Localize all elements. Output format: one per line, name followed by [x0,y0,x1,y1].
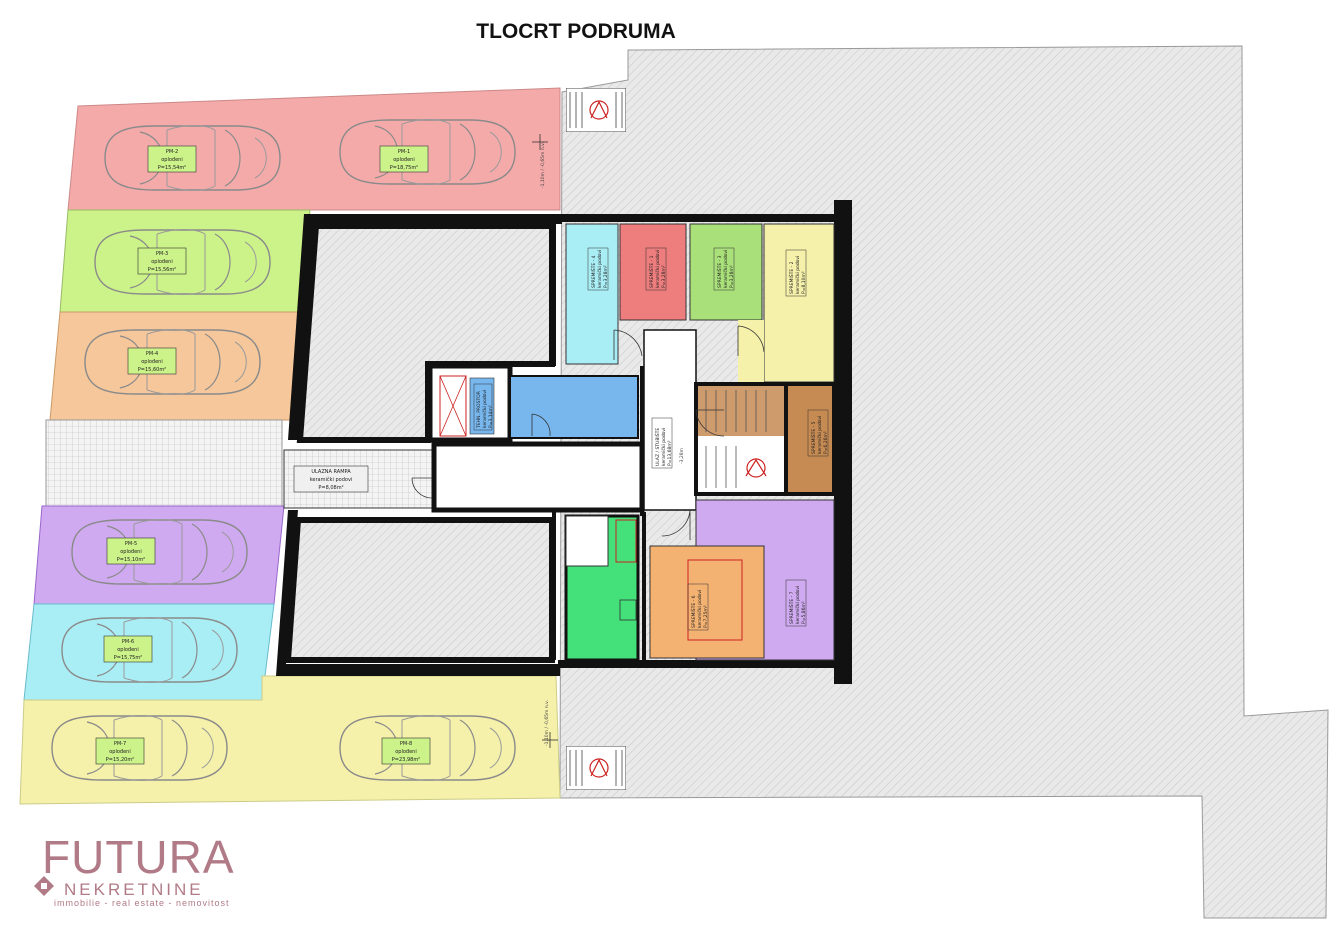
parking-label-pm1: PM-1 oplođeni P=18,75m² [379,145,429,173]
label-storage-4: SPREMIŠTE - 4 keramički podovi P=3,28m² [587,247,609,291]
storage-6 [649,545,765,659]
svg-text:SPREMIŠTE - 4: SPREMIŠTE - 4 [590,255,597,288]
svg-text:PM-5: PM-5 [125,541,137,547]
storage-4 [565,223,619,365]
parking-label-pm6: PM-6 oplođeni P=15,75m² [103,635,153,663]
svg-text:PM-3: PM-3 [156,251,168,257]
storage-3 [689,223,763,321]
svg-text:oplođeni: oplođeni [151,259,173,265]
dimension-top: -1,10m / -0,65m n.v. [540,142,546,188]
svg-text:PM-6: PM-6 [122,639,134,645]
svg-text:keramički podovi: keramički podovi [722,250,729,288]
svg-text:PM-8: PM-8 [400,741,412,747]
storage-5 [784,382,836,496]
logo-sub-text: NEKRETNINE [64,880,204,899]
svg-text:P=3,28m²: P=3,28m² [603,265,609,288]
parking-label-pm3: PM-3 oplođeni P=15,56m² [137,247,187,275]
ramp-area: P=8,08m² [318,485,343,491]
svg-text:P=18,75m²: P=18,75m² [390,165,418,171]
svg-text:P=3,14m²: P=3,14m² [488,405,494,428]
parking-zone-red [67,87,561,211]
svg-text:P=6,26m²: P=6,26m² [823,431,829,454]
ramp-name: ULAZNA RAMPA [311,469,351,475]
plan-title: TLOCRT PODRUMA [476,20,676,43]
svg-text:P=15,56m²: P=15,56m² [148,267,176,273]
svg-text:P=23,98m²: P=23,98m² [392,757,420,763]
svg-text:keramički podovi: keramički podovi [654,250,661,288]
label-lobby: ULAZ / STUBIŠTE keramički podovi P=13,68… [651,417,673,469]
svg-text:keramički podovi: keramički podovi [596,250,603,288]
svg-text:P=3,28m²: P=3,28m² [661,265,667,288]
svg-text:P=3,28m²: P=3,28m² [729,265,735,288]
svg-text:oplođeni: oplođeni [117,647,139,653]
level-mark: -3,28m [679,448,685,464]
parking-label-pm4: PM-4 oplođeni P=15,60m² [127,347,177,375]
svg-text:PM-4: PM-4 [146,351,158,357]
ramp-finish: keramički podovi [310,476,353,483]
svg-text:oplođeni: oplođeni [161,157,183,163]
svg-text:oplođeni: oplođeni [109,749,131,755]
parking-label-pm2: PM-2 oplođeni P=15,54m² [147,145,197,173]
central-corridor [431,441,645,513]
logo-tagline: immobilie - real estate - nemovitost [54,898,230,908]
label-storage-6: SPREMIŠTE - 6 keramički podovi P=7,25m² [687,583,709,631]
svg-text:SPREMIŠTE - 3: SPREMIŠTE - 3 [716,255,723,288]
stair-bottom [566,746,626,790]
svg-text:keramički podovi: keramički podovi [660,428,667,466]
svg-text:P=8,10m²: P=8,10m² [801,271,807,294]
svg-text:oplođeni: oplođeni [395,749,417,755]
svg-text:P=15,54m²: P=15,54m² [158,165,186,171]
svg-text:P=15,10m²: P=15,10m² [117,557,145,563]
svg-text:PM-1: PM-1 [398,149,410,155]
futura-logo: FUTURA NEKRETNINE immobilie - real estat… [32,834,252,914]
storage-2 [763,223,835,383]
svg-text:SPREMIŠTE - 7: SPREMIŠTE - 7 [788,591,795,624]
house-mark-icon [34,876,54,896]
label-storage-1: SPREMIŠTE - 1 keramički podovi P=3,28m² [645,247,667,291]
svg-text:SPREMIŠTE - 2: SPREMIŠTE - 2 [788,261,795,294]
svg-text:keramički podovi: keramički podovi [816,416,823,454]
ramp-grid-area [45,419,283,507]
svg-text:SPREMIŠTE - 5: SPREMIŠTE - 5 [810,421,817,454]
dimension-bottom: -1,10m / -0,65m n.v. [544,700,550,746]
parking-label-pm8: PM-8 oplođeni P=23,98m² [381,737,431,765]
void-lower [284,517,555,663]
svg-text:PM-7: PM-7 [114,741,126,747]
svg-text:PM-2: PM-2 [166,149,178,155]
label-storage-3: SPREMIŠTE - 3 keramički podovi P=3,28m² [713,247,735,291]
logo-main-text: FUTURA [42,831,235,883]
svg-text:keramički podovi: keramički podovi [481,390,488,428]
svg-text:keramički podovi: keramički podovi [696,590,703,628]
svg-text:SPREMIŠTE - 1: SPREMIŠTE - 1 [648,255,655,288]
storage-1 [619,223,687,321]
svg-text:keramički podovi: keramički podovi [794,586,801,624]
svg-text:keramički podovi: keramički podovi [794,256,801,294]
label-tech: TEHN. PROSTOR keramički podovi P=3,14m² [473,383,494,431]
svg-text:oplođeni: oplođeni [141,359,163,365]
parking-label-pm7: PM-7 oplođeni P=15,20m² [95,737,145,765]
parking-label-pm5: PM-5 oplođeni P=15,10m² [106,537,156,565]
svg-text:TEHN. PROSTOR: TEHN. PROSTOR [476,391,482,429]
building-walls [276,200,852,684]
label-storage-7: SPREMIŠTE - 7 keramički podovi P=5,86m² [785,579,807,627]
label-storage-5: SPREMIŠTE - 5 keramički podovi P=6,26m² [807,409,829,457]
svg-text:oplođeni: oplođeni [120,549,142,555]
label-storage-2: SPREMIŠTE - 2 keramički podovi P=8,10m² [785,249,807,297]
blue-room [509,375,639,439]
stair-top [566,88,626,132]
svg-text:oplođeni: oplođeni [393,157,415,163]
svg-text:P=15,20m²: P=15,20m² [106,757,134,763]
svg-text:P=15,60m²: P=15,60m² [138,367,166,373]
svg-text:ULAZ / STUBIŠTE: ULAZ / STUBIŠTE [654,428,661,466]
svg-text:P=15,75m²: P=15,75m² [114,655,142,661]
svg-text:P=13,68m²: P=13,68m² [667,440,673,466]
svg-text:P=7,25m²: P=7,25m² [703,605,709,628]
svg-text:P=5,86m²: P=5,86m² [801,601,807,624]
svg-text:SPREMIŠTE - 6: SPREMIŠTE - 6 [690,595,697,628]
